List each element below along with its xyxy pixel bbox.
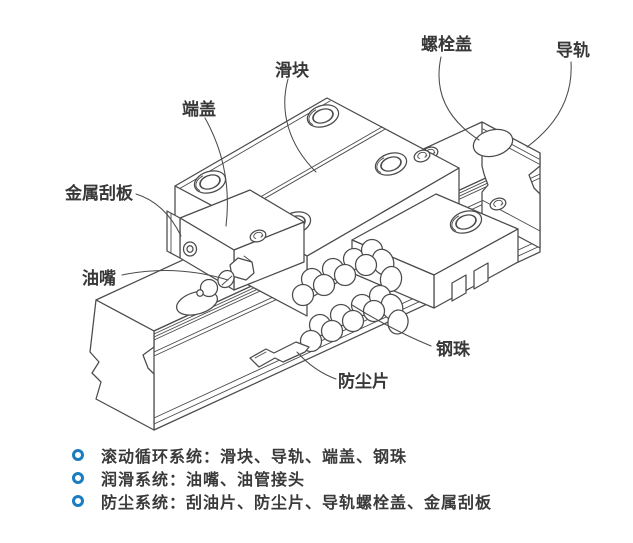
label-dust-sheet: 防尘片	[338, 371, 389, 391]
leader-bolt-cover	[438, 56, 480, 141]
end-cap-drawing	[179, 189, 305, 291]
legend-text: 防尘系统：刮油片、防尘片、导轨螺栓盖、金属刮板	[101, 494, 493, 512]
leader-metal-scraper	[135, 193, 182, 237]
legend-item: 滚动循环系统：滑块、导轨、端盖、钢珠	[72, 443, 492, 466]
leader-steel-ball	[351, 304, 432, 347]
legend-text: 润滑系统：油嘴、油管接头	[101, 471, 306, 489]
legend-list: 滚动循环系统：滑块、导轨、端盖、钢珠 润滑系统：油嘴、油管接头 防尘系统：刮油片…	[72, 443, 492, 512]
leader-end-cap	[204, 117, 228, 227]
bullet-ring-icon	[72, 448, 84, 461]
label-slider: 滑块	[275, 61, 310, 80]
label-oil-nipple: 油嘴	[82, 268, 116, 288]
leader-guide-rail	[526, 61, 572, 148]
label-guide-rail: 导轨	[556, 40, 590, 60]
bullet-ring-icon	[72, 471, 84, 484]
legend-text: 滚动循环系统：滑块、导轨、端盖、钢珠	[101, 448, 408, 466]
leader-oil-nipple	[121, 270, 229, 281]
label-metal-scraper: 金属刮板	[64, 183, 134, 203]
leader-dust-sheet	[296, 351, 337, 380]
leader-slider	[284, 78, 317, 173]
bullet-ring-icon	[72, 494, 84, 507]
metal-scraper-drawing	[166, 210, 181, 259]
label-end-cap: 端盖	[182, 99, 216, 119]
label-bolt-cover: 螺栓盖	[421, 34, 472, 54]
oil-nipple-drawing	[196, 255, 255, 298]
dust-strip-drawing	[249, 341, 310, 368]
legend-item: 防尘系统：刮油片、防尘片、导轨螺栓盖、金属刮板	[72, 489, 492, 512]
label-steel-ball: 钢珠	[436, 339, 471, 359]
rail-bolt-hole	[175, 290, 219, 316]
legend-item: 润滑系统：油嘴、油管接头	[72, 466, 492, 489]
bolt-cover-drawing	[472, 128, 514, 158]
